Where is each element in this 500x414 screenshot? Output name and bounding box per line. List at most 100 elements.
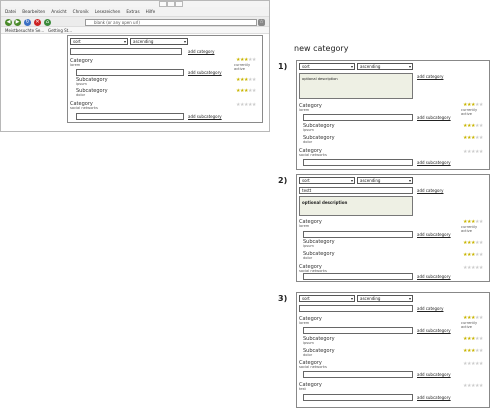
reload-icon[interactable]: ↻ (24, 19, 31, 26)
rating-stars[interactable]: ★★★★★ (463, 348, 483, 354)
rating-stars[interactable]: ★★★★★ (463, 240, 483, 246)
step-number: 1) (278, 62, 288, 71)
rating-stars[interactable]: ★★★★★ (463, 315, 483, 321)
sort-label: sort (302, 296, 310, 301)
rating-stars[interactable]: ★★★★★ (463, 123, 483, 129)
menu-ansicht[interactable]: Ansicht (51, 9, 67, 14)
rating-stars[interactable]: ★★★★★ (236, 88, 256, 94)
rating-stars[interactable]: ★★★★★ (463, 219, 483, 225)
add-subcategory-link[interactable]: add subcategory (417, 232, 451, 237)
sort-select[interactable]: sort (299, 63, 355, 70)
new-category-field[interactable]: optional description (299, 73, 413, 99)
category-name[interactable]: Category (299, 316, 322, 322)
add-subcategory-link[interactable]: add subcategory (188, 114, 222, 119)
add-category-link[interactable]: add category (417, 306, 444, 311)
rating-stars[interactable]: ★★★★★ (463, 265, 483, 271)
order-select[interactable]: ascending (357, 295, 413, 302)
subcategory-name[interactable]: Subcategory (76, 88, 108, 94)
optional-description: optional description (302, 200, 348, 205)
category-name[interactable]: Category (70, 101, 93, 107)
category-name[interactable]: Category (299, 103, 322, 109)
rating-stars[interactable]: ★★★★★ (463, 252, 483, 258)
bookmark-1[interactable]: Meistbesuchte Se... (5, 28, 45, 33)
subcategory-name[interactable]: Subcategory (303, 239, 335, 245)
category-name[interactable]: Category (299, 148, 322, 154)
rating-stars[interactable]: ★★★★★ (236, 57, 256, 63)
bookmark-star-icon[interactable]: ☆ (258, 19, 265, 26)
new-subcategory-input[interactable] (303, 159, 413, 166)
category-desc: social networks (299, 153, 327, 157)
new-category-input[interactable] (299, 305, 413, 312)
subcategory-name[interactable]: Subcategory (303, 348, 335, 354)
add-category-link[interactable]: add category (417, 188, 444, 193)
subcategory-name[interactable]: Subcategory (303, 336, 335, 342)
category-desc: lorem (299, 321, 310, 325)
category-name[interactable]: Category (299, 360, 322, 366)
menu-lesezeichen[interactable]: Lesezeichen (94, 9, 121, 14)
sort-label: sort (73, 39, 81, 44)
back-icon[interactable]: ◀ (5, 19, 12, 26)
typed-value: testt (302, 188, 312, 193)
rating-stars[interactable]: ★★★★★ (463, 361, 483, 367)
subcategory-desc: ipsum (303, 244, 314, 248)
category-name[interactable]: Category (299, 219, 322, 225)
menu-chronik[interactable]: Chronik (72, 9, 89, 14)
description-field[interactable]: optional description (299, 196, 413, 216)
order-select[interactable]: ascending (357, 63, 413, 70)
rating-stars[interactable]: ★★★★★ (463, 336, 483, 342)
rating-stars[interactable]: ★★★★★ (236, 77, 256, 83)
rating-stars[interactable]: ★★★★★ (463, 383, 483, 389)
add-subcategory-link[interactable]: add subcategory (417, 160, 451, 165)
subcategory-name[interactable]: Subcategory (303, 135, 335, 141)
rating-stars[interactable]: ★★★★★ (463, 102, 483, 108)
add-category-link[interactable]: add category (188, 49, 215, 54)
subcategory-name[interactable]: Subcategory (303, 123, 335, 129)
add-subcategory-link[interactable]: add subcategory (417, 115, 451, 120)
step-number: 3) (278, 294, 288, 303)
category-name[interactable]: Category (299, 382, 322, 388)
stop-icon[interactable]: ✕ (34, 19, 41, 26)
maximize-button[interactable] (167, 1, 175, 7)
subcategory-name[interactable]: Subcategory (303, 251, 335, 257)
bookmark-2[interactable]: Getting St... (47, 28, 73, 33)
sort-select[interactable]: sort (70, 38, 128, 45)
new-category-input[interactable]: testt (299, 187, 413, 194)
home-icon[interactable]: ⌂ (44, 19, 51, 26)
add-subcategory-link[interactable]: add subcategory (188, 70, 222, 75)
address-bar[interactable]: blank (or any open url) (85, 19, 257, 26)
bookmarks-bar: Meistbesuchte Se... Getting St... (1, 27, 269, 34)
category-name[interactable]: Category (299, 264, 322, 270)
order-label: ascending (360, 296, 381, 301)
add-category-link[interactable]: add category (417, 74, 444, 79)
sort-select[interactable]: sort (299, 177, 355, 184)
new-subcategory-input[interactable] (76, 69, 184, 76)
order-select[interactable]: ascending (130, 38, 188, 45)
add-subcategory-link[interactable]: add subcategory (417, 395, 451, 400)
new-subcategory-input[interactable] (303, 231, 413, 238)
close-button[interactable] (175, 1, 183, 7)
active-status: currently active (461, 108, 478, 116)
menu-datei[interactable]: Datei (5, 9, 17, 14)
new-subcategory-input[interactable] (303, 114, 413, 121)
menu-bearbeiten[interactable]: Bearbeiten (22, 9, 46, 14)
menu-hilfe[interactable]: Hilfe (145, 9, 156, 14)
category-name[interactable]: Category (70, 58, 93, 64)
new-subcategory-input[interactable] (303, 371, 413, 378)
sort-select[interactable]: sort (299, 295, 355, 302)
new-subcategory-input[interactable] (303, 394, 413, 401)
new-category-input[interactable] (70, 48, 182, 55)
rating-stars[interactable]: ★★★★★ (236, 102, 256, 108)
add-subcategory-link[interactable]: add subcategory (417, 274, 451, 279)
add-subcategory-link[interactable]: add subcategory (417, 372, 451, 377)
new-subcategory-input[interactable] (303, 327, 413, 334)
subcategory-name[interactable]: Subcategory (76, 77, 108, 83)
menu-extras[interactable]: Extras (126, 9, 140, 14)
minimize-button[interactable] (159, 1, 167, 7)
forward-icon[interactable]: ▶ (14, 19, 21, 26)
rating-stars[interactable]: ★★★★★ (463, 149, 483, 155)
rating-stars[interactable]: ★★★★★ (463, 135, 483, 141)
new-subcategory-input[interactable] (303, 273, 413, 280)
add-subcategory-link[interactable]: add subcategory (417, 328, 451, 333)
order-select[interactable]: ascending (357, 177, 413, 184)
new-subcategory-input[interactable] (76, 113, 184, 120)
